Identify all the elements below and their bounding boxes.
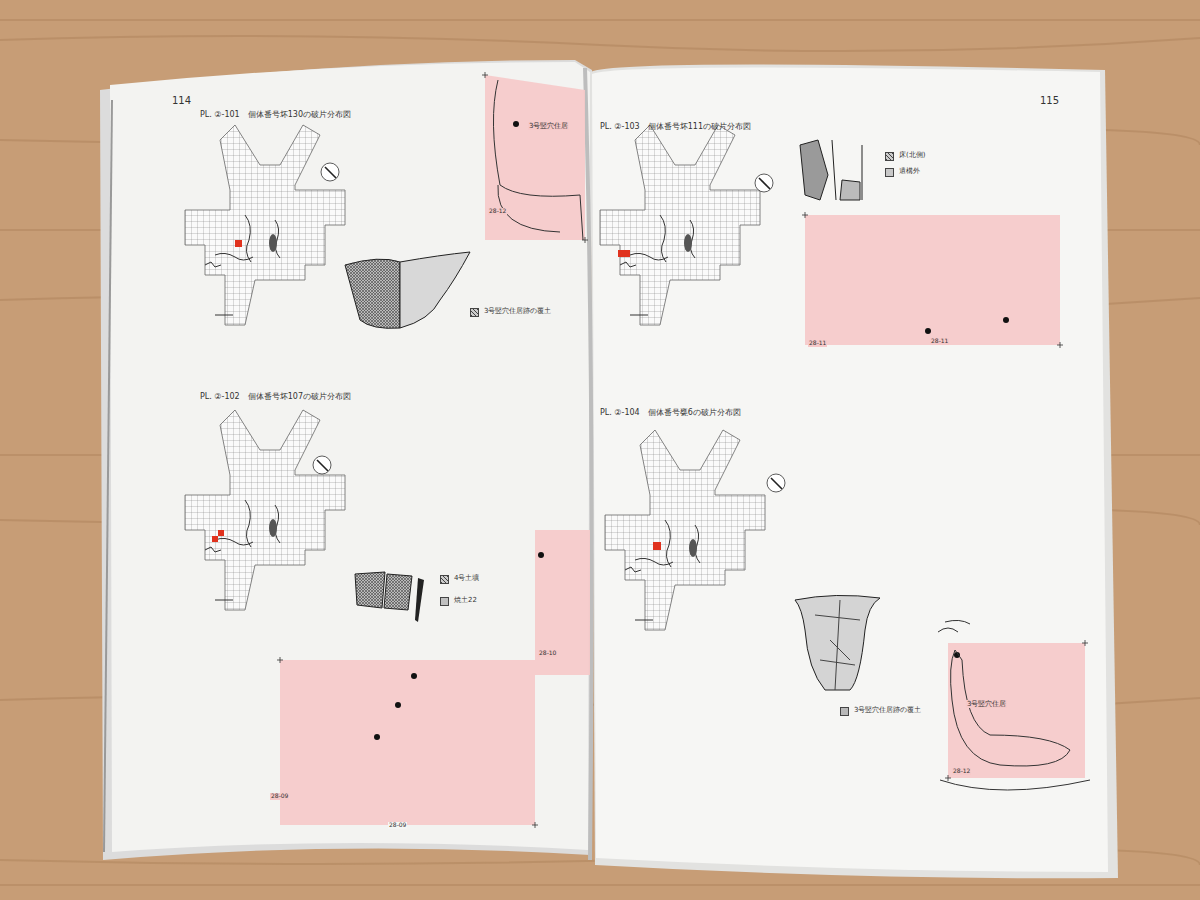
legend-text: 4号土壙 — [454, 574, 479, 582]
page-number: 115 — [1040, 95, 1059, 107]
plate-heading: PL. ②-101 個体番号坏130の破片分布図 — [200, 110, 351, 119]
legend-swatch — [440, 575, 449, 584]
legend-swatch — [440, 597, 449, 606]
grid-coordinate: 28-12 — [488, 208, 507, 215]
legend-text: 遺構外 — [899, 167, 920, 175]
legend-text: 床(北側) — [899, 151, 925, 159]
grid-coordinate: 28-11 — [930, 338, 949, 345]
plate-heading: PL. ②-104 個体番号甕6の破片分布図 — [600, 408, 741, 417]
legend-swatch — [840, 707, 849, 716]
feature-label: 3号竪穴住居 — [966, 700, 1007, 708]
grid-coordinate: 28-09 — [270, 793, 289, 800]
legend-text: 焼土22 — [454, 596, 477, 604]
legend-swatch — [885, 152, 894, 161]
legend-swatch — [885, 168, 894, 177]
legend-text: 3号竪穴住居跡の覆土 — [854, 706, 921, 714]
plate-heading: PL. ②-103 個体番号坏111の破片分布図 — [600, 122, 751, 131]
grid-coordinate: 28-12 — [952, 768, 971, 775]
plate-heading: PL. ②-102 個体番号坏107の破片分布図 — [200, 392, 351, 401]
grid-coordinate: 28-09 — [388, 822, 407, 829]
page-number: 114 — [172, 95, 191, 107]
grid-coordinate: 28-11 — [808, 340, 827, 347]
legend-text: 3号竪穴住居跡の覆土 — [484, 307, 551, 315]
feature-label: 3号竪穴住居 — [528, 122, 569, 130]
grid-coordinate: 28-10 — [538, 650, 557, 657]
legend-swatch — [470, 308, 479, 317]
